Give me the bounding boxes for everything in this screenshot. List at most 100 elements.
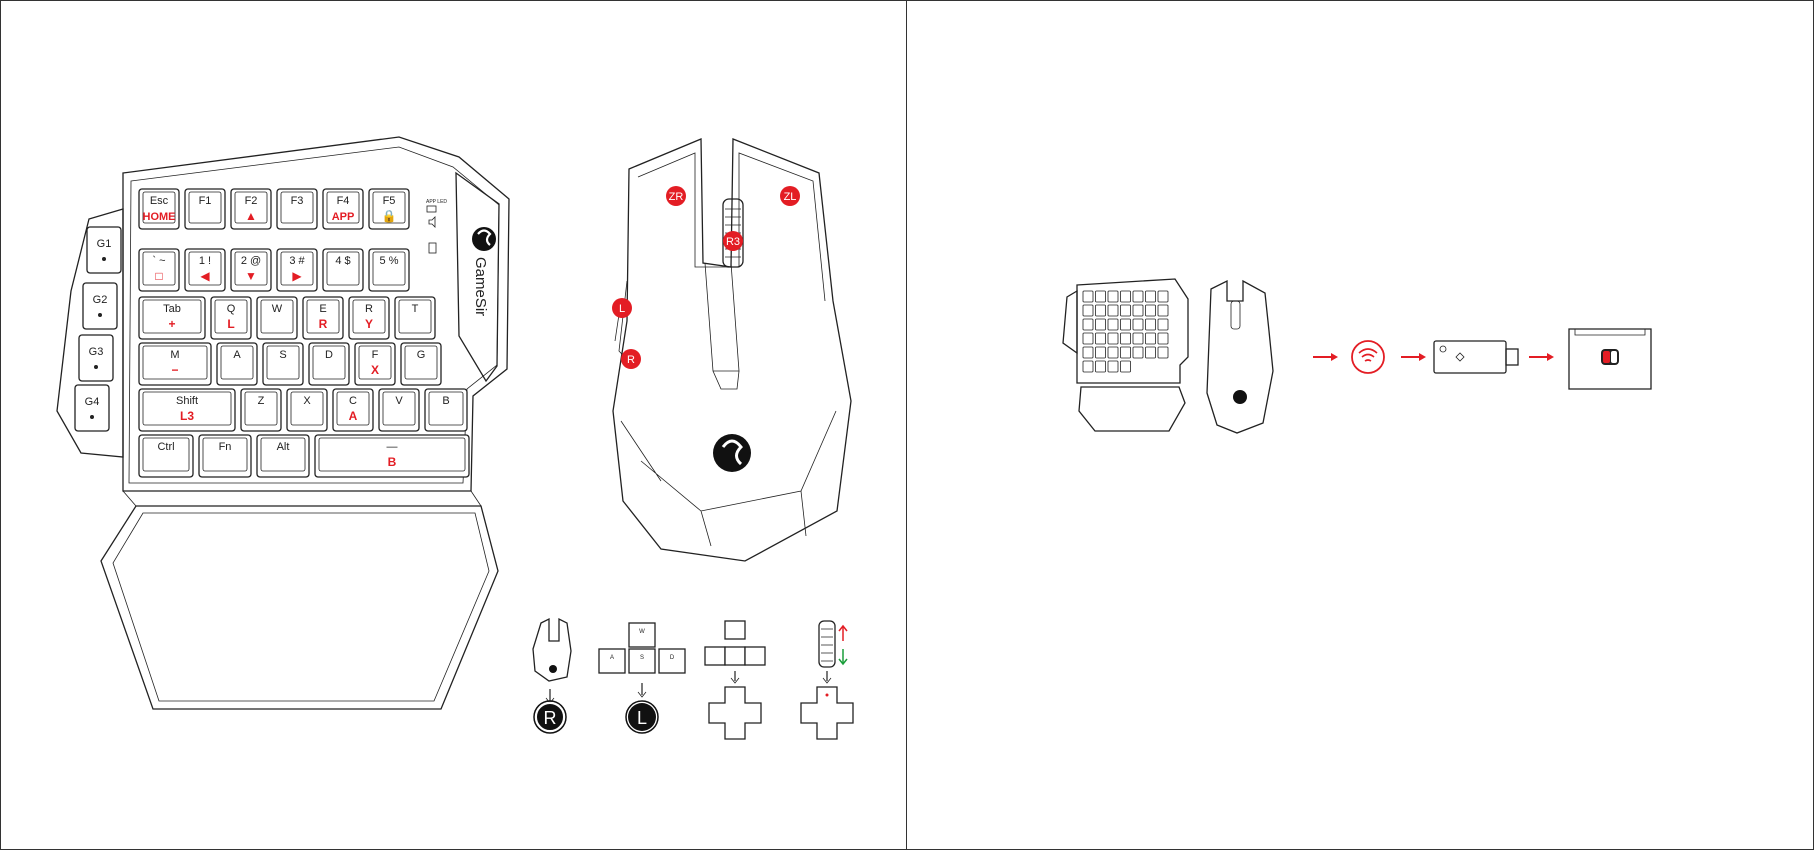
g-key-4: G4 — [75, 385, 109, 431]
mini-key — [1133, 291, 1143, 302]
sun-icon — [90, 415, 94, 419]
key-0-3: F3 — [277, 189, 317, 229]
key-label: R — [365, 303, 373, 315]
connection-diagram — [907, 1, 1813, 849]
page-right — [906, 0, 1814, 850]
key-3-0: M− — [139, 343, 211, 385]
key-1-2: 2 @ ▼ — [231, 249, 271, 291]
legend-arrows-to-dpad — [705, 621, 765, 739]
key-label: 4 $ — [335, 255, 350, 267]
key-label: Alt — [277, 441, 290, 453]
mini-key — [1096, 361, 1106, 372]
key-5-1: Fn — [199, 435, 251, 477]
key-1-0: ` ~□ — [139, 249, 179, 291]
mini-key — [1121, 361, 1131, 372]
mouse-icon — [102, 257, 106, 261]
key-label: F4 — [337, 195, 350, 207]
mouse-icon — [98, 313, 102, 317]
key-mapping: ▲ — [245, 209, 257, 223]
key-1-1: 1 !◀ — [185, 249, 225, 291]
mini-key — [1133, 305, 1143, 316]
mini-key — [1083, 333, 1093, 344]
key-mapping: ▼ — [245, 269, 257, 283]
key-3-4: FX — [355, 343, 395, 385]
key-label: — — [387, 441, 398, 453]
sun-icon — [94, 365, 98, 369]
mini-key — [1108, 361, 1118, 372]
key-1-4: 4 $ — [323, 249, 363, 291]
mini-key — [1096, 347, 1106, 358]
usb-receiver — [1434, 341, 1518, 373]
mini-key — [1121, 291, 1131, 302]
key-2-3: ER — [303, 297, 343, 339]
mouse-badge-r3: R3 — [723, 231, 743, 251]
mini-key — [1158, 319, 1168, 330]
key-label: Fn — [219, 441, 232, 453]
dpad-icon — [709, 687, 761, 739]
mini-key — [1158, 291, 1168, 302]
mini-key — [1146, 333, 1156, 344]
mini-key — [1096, 305, 1106, 316]
key-label: Esc — [150, 195, 169, 207]
key-2-0: Tab + — [139, 297, 205, 339]
svg-text:G3: G3 — [89, 346, 104, 358]
control-legend: R W A S D L — [533, 619, 853, 739]
key-label: E — [319, 303, 326, 315]
key-label: F5 — [383, 195, 396, 207]
g-key-2: G2 — [83, 283, 117, 329]
legend-result-l: L — [637, 708, 647, 728]
keyboard-indicators: APP LED — [426, 199, 447, 253]
key-2-2: W — [257, 297, 297, 339]
indicator-app-led: APP LED — [426, 199, 447, 205]
key-label: Tab — [163, 303, 181, 315]
mini-key — [1146, 305, 1156, 316]
switch-console — [1569, 329, 1651, 389]
key-label: Q — [227, 303, 236, 315]
mini-key — [1083, 291, 1093, 302]
key-mapping: ▶ — [292, 269, 302, 283]
key-mapping: R — [319, 317, 328, 331]
key-label: ` ~ — [152, 255, 165, 267]
connection-flow — [1313, 329, 1651, 389]
mini-key — [1096, 319, 1106, 330]
mini-key — [1133, 333, 1143, 344]
svg-text:G1: G1 — [97, 238, 112, 250]
mini-key — [1158, 333, 1168, 344]
key-0-2: F2 ▲ — [231, 189, 271, 229]
key-mapping: + — [168, 317, 175, 331]
key-4-3: CA — [333, 389, 373, 431]
svg-text:G2: G2 — [93, 294, 108, 306]
key-label: V — [395, 395, 403, 407]
mini-mouse — [1207, 281, 1273, 433]
key-mapping: X — [371, 363, 379, 377]
battery-icon — [429, 243, 436, 253]
key-label: Z — [258, 395, 265, 407]
key-label: F — [372, 349, 379, 361]
key-mapping: Y — [365, 317, 373, 331]
mini-key — [1121, 347, 1131, 358]
key-label: 2 @ — [241, 255, 261, 267]
mini-key — [1108, 319, 1118, 330]
key-label: F2 — [245, 195, 258, 207]
gamesir-mouse-logo — [713, 434, 751, 472]
key-label: A — [233, 349, 241, 361]
svg-text:S: S — [640, 655, 644, 661]
key-mapping: 🔒 — [382, 209, 397, 223]
key-mapping: L — [227, 317, 234, 331]
g-key-1: G1 — [87, 227, 121, 273]
key-label: G — [417, 349, 426, 361]
key-4-2: X — [287, 389, 327, 431]
key-label: D — [325, 349, 333, 361]
mini-key — [1096, 333, 1106, 344]
key-label: Shift — [176, 395, 198, 407]
mini-key — [1083, 319, 1093, 330]
key-label: B — [442, 395, 449, 407]
wireless-icon — [1352, 341, 1384, 373]
mouse-badge-l: L — [612, 298, 632, 318]
mini-key — [1108, 347, 1118, 358]
